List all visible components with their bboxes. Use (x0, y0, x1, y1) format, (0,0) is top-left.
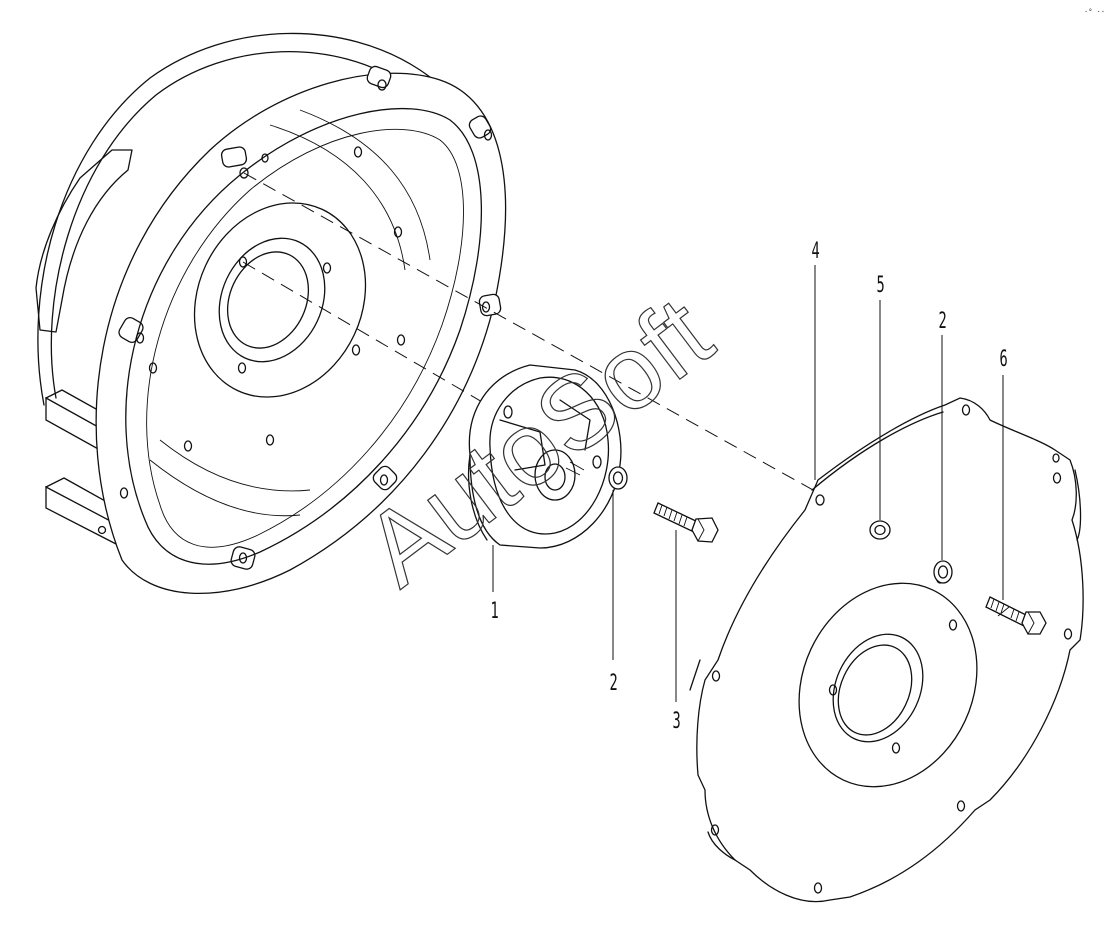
callout-5: 5 (877, 273, 885, 298)
callout-6: 6 (1000, 347, 1008, 372)
callout-labels: 1 2 3 4 5 2 6 (491, 239, 1008, 734)
washer-right (933, 560, 953, 584)
washer-left (608, 466, 628, 490)
callout-3: 3 (673, 709, 681, 734)
leader-lines (492, 265, 1004, 702)
flywheel-housing (35, 32, 507, 595)
corner-mark: ·° ··· (1084, 8, 1106, 16)
callout-4: 4 (812, 239, 820, 264)
callout-2-right: 2 (939, 309, 947, 334)
bolt-3 (653, 502, 719, 543)
washer-5 (869, 520, 891, 540)
callout-2-left: 2 (610, 671, 618, 696)
bolt-6 (985, 596, 1047, 635)
coupling-hub (467, 364, 622, 549)
cover-plate (689, 397, 1084, 903)
callout-1: 1 (491, 599, 499, 624)
